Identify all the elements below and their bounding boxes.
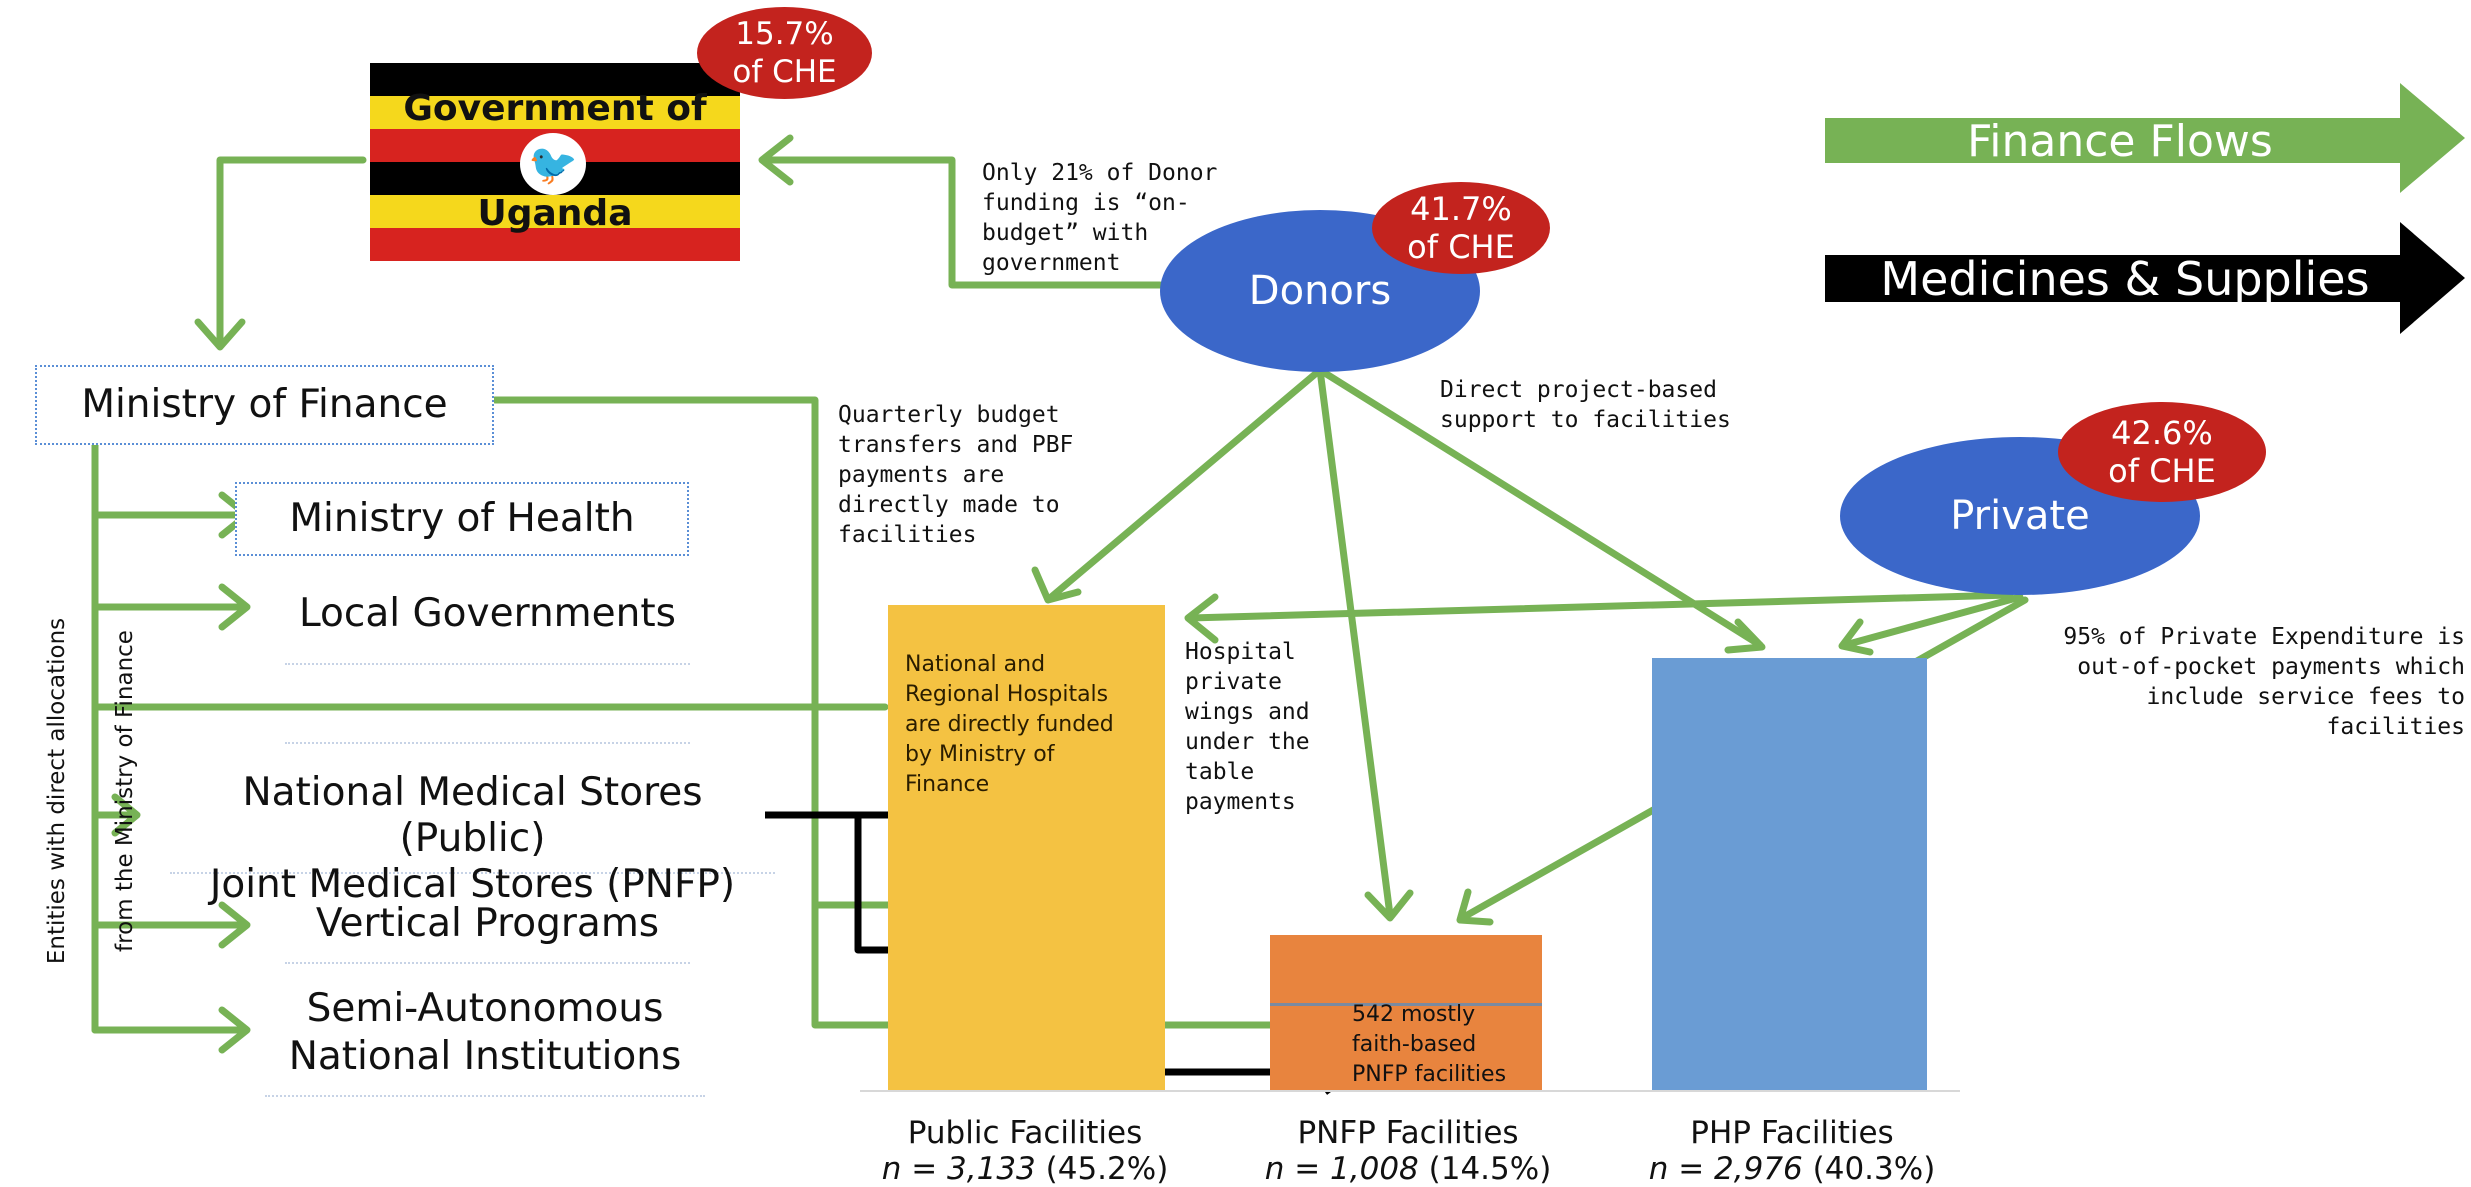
legend-finance-label: Finance Flows [1967,116,2273,167]
caption-php-pct: (40.3%) [1802,1151,1936,1187]
baseline [860,1090,1960,1092]
donors-on-budget-note: Only 21% of Donor funding is “on- budget… [982,160,1218,276]
caption-pnfp-n: 1,008 [1330,1151,1419,1187]
legend-medicines-label: Medicines & Supplies [1880,252,2370,306]
gov-title-line1: Government of [403,88,707,129]
arrow-donors-to-pnfp [1316,366,1394,919]
pnfp-divider-line [1270,1003,1542,1006]
side-label-line2: from the Ministry of Finance [112,630,138,952]
entity-ministry-of-health: Ministry of Health [235,482,689,556]
caption-public-pct: (45.2%) [1035,1151,1169,1187]
entity-medical-stores: National Medical Stores (Public) Joint M… [170,770,775,907]
caption-public-n: 3,133 [947,1151,1036,1187]
caption-public-n-prefix: n = [881,1151,948,1187]
legend-finance-flows: Finance Flows [1825,83,2465,193]
bar-public-facilities [888,605,1165,1090]
caption-pnfp-n-prefix: n = [1264,1151,1331,1187]
quarterly-transfers-note: Quarterly budget transfers and PBF payme… [838,402,1074,548]
entities-side-label: Entities with direct allocations from th… [0,580,138,1000]
uganda-flag: 🐦 Government of Uganda [370,63,740,261]
legend-medicines-supplies: Medicines & Supplies [1825,222,2465,334]
bar-pnfp-facilities [1270,935,1542,1090]
caption-pnfp-pct: (14.5%) [1418,1151,1552,1187]
crane-emblem-icon: 🐦 [520,133,586,195]
entity-divider [285,740,690,744]
arrow-private-to-public [1186,591,2014,622]
entity-vertical-programs: Vertical Programs [285,890,690,964]
arrow-gov-to-mof [216,156,367,349]
arrow-private-to-php [1841,593,2024,649]
hospital-private-wings-note: Hospital private wings and under the tab… [1185,639,1310,815]
caption-php: PHP Facilities n = 2,976 (40.3%) [1622,1115,1962,1187]
donors-direct-support-note: Direct project-based support to faciliti… [1440,377,1731,433]
arrow-donors-to-gov [761,156,1164,289]
caption-pnfp-name: PNFP Facilities [1297,1115,1519,1151]
donors-che-badge: 41.7% of CHE [1372,182,1550,274]
side-label-line1: Entities with direct allocations [44,617,70,965]
private-out-of-pocket-note: 95% of Private Expenditure is out-of-poc… [2063,624,2465,740]
entity-semi-autonomous-institutions: Semi-Autonomous National Institutions [265,985,705,1097]
entity-local-governments: Local Governments [285,583,690,665]
ministry-of-finance-box: Ministry of Finance [35,365,494,445]
gov-che-badge: 15.7% of CHE [697,7,872,99]
private-che-badge: 42.6% of CHE [2058,402,2266,502]
bar-php-facilities [1652,658,1927,1090]
arrow-donors-to-public [1046,366,1324,602]
arrow-donors-to-php [1316,366,1764,649]
caption-public: Public Facilities n = 3,133 (45.2%) [855,1115,1195,1187]
caption-public-name: Public Facilities [907,1115,1143,1151]
caption-php-n: 2,976 [1714,1151,1803,1187]
gov-title-line2: Uganda [477,193,633,234]
caption-php-n-prefix: n = [1648,1151,1715,1187]
caption-php-name: PHP Facilities [1690,1115,1894,1151]
public-hospitals-note: National and Regional Hospitals are dire… [905,652,1114,797]
caption-pnfp: PNFP Facilities n = 1,008 (14.5%) [1238,1115,1578,1187]
pnfp-faith-based-note: 542 mostly faith-based PNFP facilities [1352,1002,1507,1087]
